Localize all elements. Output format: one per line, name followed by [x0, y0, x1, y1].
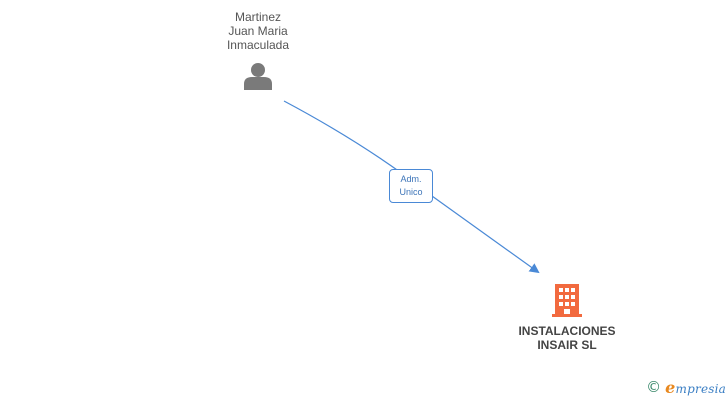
empresia-watermark: © e mpresia — [646, 378, 726, 397]
brand-initial: e — [665, 377, 676, 397]
role-line-1: Adm. — [400, 174, 422, 184]
copyright-icon: © — [646, 378, 662, 396]
building-icon — [552, 284, 582, 317]
role-line-2: Unico — [399, 187, 423, 197]
person-name-line-2: Juan Maria — [228, 24, 288, 38]
person-name-line-1: Martinez — [234, 10, 281, 24]
person-node[interactable]: Martinez Juan Maria Inmaculada — [198, 10, 318, 90]
company-name-line-2: INSAIR SL — [537, 338, 597, 352]
relation-edge-arrow — [431, 195, 540, 274]
company-node[interactable]: INSTALACIONES INSAIR SL — [497, 282, 637, 352]
person-name-line-3: Inmaculada — [226, 38, 290, 52]
empresia-logo: e mpresia — [665, 378, 726, 397]
company-name-line-1: INSTALACIONES — [518, 324, 616, 338]
role-badge[interactable]: Adm. Unico — [389, 169, 433, 203]
person-icon — [244, 63, 272, 90]
brand-rest: mpresia — [675, 381, 726, 396]
relation-edge — [283, 100, 401, 173]
